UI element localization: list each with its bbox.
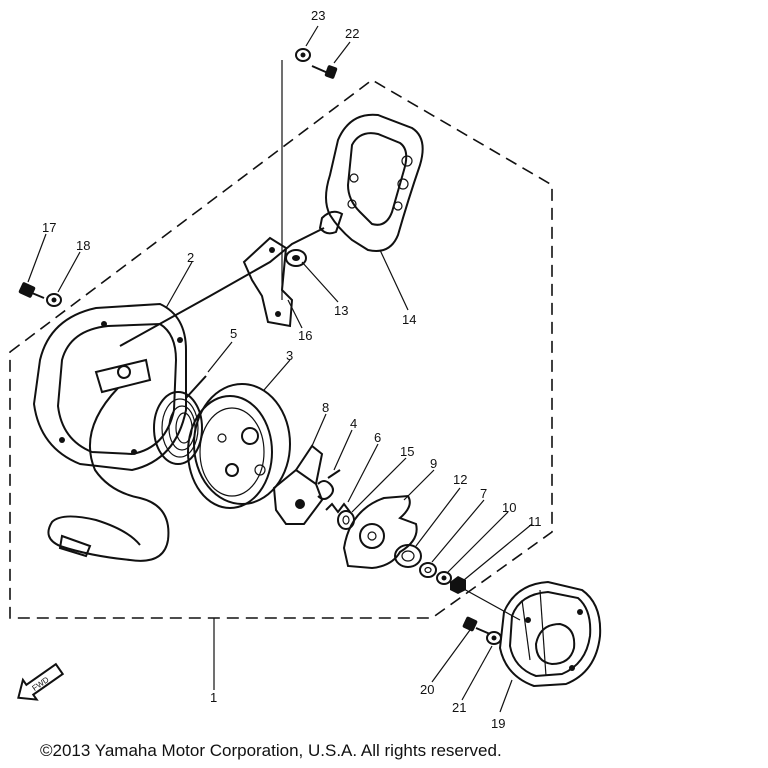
part-16-bracket xyxy=(242,236,294,328)
rope-end-knot xyxy=(58,534,92,558)
leader-4 xyxy=(333,429,353,471)
part-17-bolt xyxy=(18,282,45,299)
label-part-6: 6 xyxy=(374,430,381,445)
label-part-16: 16 xyxy=(298,328,312,343)
part-18-washer xyxy=(46,293,62,307)
label-part-3: 3 xyxy=(286,348,293,363)
part-10-washer xyxy=(436,571,452,585)
leader-15 xyxy=(351,457,407,513)
leader-18 xyxy=(57,251,81,293)
leader-20 xyxy=(431,629,471,683)
part-8-ratchet xyxy=(272,444,324,525)
label-part-20: 20 xyxy=(420,682,434,697)
leader-21 xyxy=(461,645,493,701)
label-part-11: 11 xyxy=(528,514,542,529)
label-part-23: 23 xyxy=(311,8,325,23)
part-3-sheave-drum xyxy=(187,383,291,509)
leader-12 xyxy=(415,487,461,547)
part-22-bolt xyxy=(311,65,338,79)
leader-5 xyxy=(207,341,233,373)
label-part-14: 14 xyxy=(402,312,416,327)
label-part-15: 15 xyxy=(400,444,414,459)
rope-hanging-loop xyxy=(47,387,170,562)
label-part-12: 12 xyxy=(453,472,467,487)
label-part-8: 8 xyxy=(322,400,329,415)
label-part-10: 10 xyxy=(502,500,516,515)
assembly-boundary xyxy=(9,79,553,619)
label-part-4: 4 xyxy=(350,416,357,431)
part-2-starter-case xyxy=(32,302,187,472)
leader-7 xyxy=(431,499,485,563)
copyright-notice: ©2013 Yamaha Motor Corporation, U.S.A. A… xyxy=(40,741,502,760)
leader-23 xyxy=(305,25,319,47)
part-11-nut xyxy=(450,576,466,594)
part-9-friction-plate xyxy=(342,494,418,570)
leader-8 xyxy=(311,413,327,447)
label-part-2: 2 xyxy=(187,250,194,265)
label-part-22: 22 xyxy=(345,26,359,41)
part-14-handle xyxy=(318,113,424,252)
label-part-5: 5 xyxy=(230,326,237,341)
label-part-17: 17 xyxy=(42,220,56,235)
leader-17 xyxy=(27,233,47,283)
part-19-cover xyxy=(498,580,602,688)
part-20-bolt xyxy=(462,616,491,635)
axis-line xyxy=(461,587,521,621)
leader-10 xyxy=(447,511,509,573)
label-part-1: 1 xyxy=(210,690,217,705)
leader-22 xyxy=(333,41,351,64)
label-part-9: 9 xyxy=(430,456,437,471)
part-5-spring xyxy=(153,375,207,465)
part-21-washer xyxy=(486,631,502,645)
part-23-washer xyxy=(295,48,311,62)
leader-2 xyxy=(165,261,193,309)
leader-9 xyxy=(403,469,435,501)
fwd-arrow-icon: FWD xyxy=(17,662,65,701)
part-6-small-spring xyxy=(325,502,351,514)
starter-rope xyxy=(119,227,325,347)
label-part-7: 7 xyxy=(480,486,487,501)
part-4-spring xyxy=(317,469,341,500)
leader-14 xyxy=(379,249,409,311)
leader-6 xyxy=(347,443,379,503)
leader-3 xyxy=(263,359,291,391)
leader-16 xyxy=(287,299,303,329)
label-part-13: 13 xyxy=(334,303,348,318)
label-part-21: 21 xyxy=(452,700,466,715)
label-part-18: 18 xyxy=(76,238,90,253)
part-7-washer xyxy=(419,562,437,578)
label-part-19: 19 xyxy=(491,716,505,731)
leader-11 xyxy=(463,523,533,581)
leader-19 xyxy=(499,679,513,713)
leader-13 xyxy=(301,261,339,303)
part-12-washer xyxy=(394,544,422,568)
